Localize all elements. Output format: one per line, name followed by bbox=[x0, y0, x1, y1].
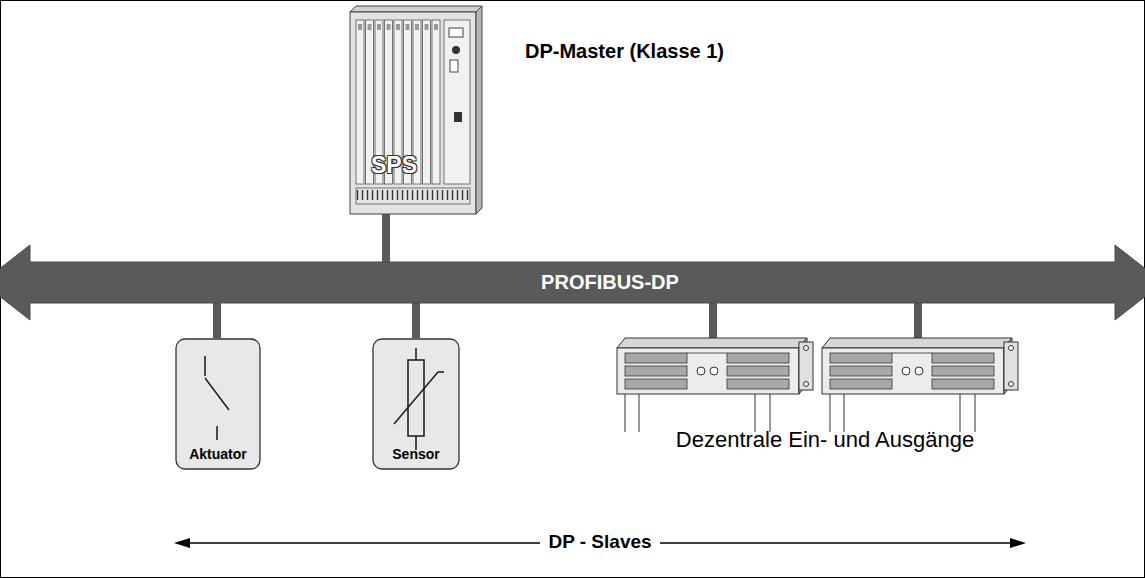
bus-stub bbox=[416, 303, 417, 338]
plc-label: SPS bbox=[371, 152, 417, 179]
device-label: Sensor bbox=[392, 446, 439, 462]
io-module bbox=[617, 338, 813, 432]
plc-rack: DP-Master (Klasse 1)SPS bbox=[350, 6, 482, 214]
bus-stub bbox=[386, 214, 387, 262]
io-caption: Dezentrale Ein- und Ausgänge bbox=[676, 427, 974, 453]
plc-rack-drawing bbox=[350, 6, 482, 214]
bus-label: PROFIBUS-DP bbox=[541, 271, 679, 294]
sensor-box: Sensor bbox=[372, 338, 460, 470]
bus-band: PROFIBUS-DP bbox=[30, 262, 1115, 303]
bus-stub bbox=[217, 303, 218, 338]
master-heading: DP-Master (Klasse 1) bbox=[525, 40, 724, 63]
label-holder: Dezentrale Ein- und Ausgänge bbox=[676, 427, 974, 453]
actuator-box: Aktuator bbox=[175, 338, 261, 470]
io-module bbox=[822, 338, 1018, 432]
slaves-label: DP - Slaves bbox=[540, 531, 659, 553]
label-holder: DP - Slaves bbox=[540, 531, 659, 553]
device-label: Aktuator bbox=[189, 446, 247, 462]
